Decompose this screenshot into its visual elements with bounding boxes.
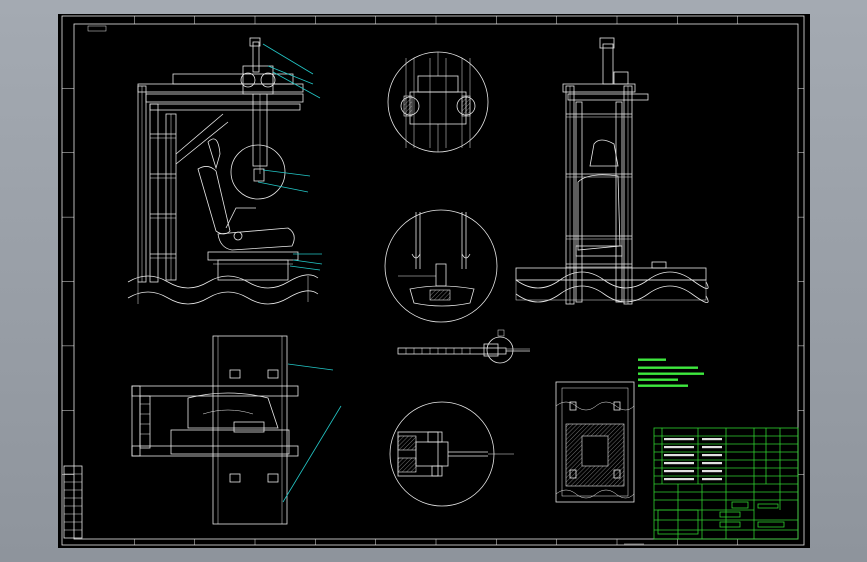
detail-b[interactable] bbox=[384, 209, 498, 323]
revision-block bbox=[63, 465, 83, 539]
parts-list-text bbox=[664, 446, 694, 449]
parts-list-text bbox=[702, 462, 722, 465]
parts-list-text bbox=[702, 454, 722, 457]
section-d[interactable] bbox=[389, 401, 514, 507]
title-block[interactable] bbox=[653, 427, 799, 540]
note-line bbox=[638, 384, 688, 387]
note-line bbox=[638, 372, 704, 375]
sheet-border bbox=[61, 15, 805, 546]
drawing-sheet bbox=[58, 14, 810, 548]
parts-list-text bbox=[702, 470, 722, 473]
side-view[interactable] bbox=[515, 37, 709, 305]
parts-list-text bbox=[664, 470, 694, 473]
parts-list-text bbox=[664, 478, 694, 481]
detail-a[interactable] bbox=[387, 51, 489, 153]
parts-list-text bbox=[702, 438, 722, 441]
detail-c[interactable] bbox=[397, 329, 530, 364]
front-view[interactable] bbox=[127, 37, 323, 305]
note-line bbox=[638, 366, 698, 369]
base-plate-view[interactable] bbox=[555, 381, 635, 503]
parts-list-text bbox=[702, 478, 722, 481]
parts-list-text bbox=[702, 446, 722, 449]
note-line bbox=[638, 358, 666, 361]
drawing-canvas[interactable] bbox=[58, 14, 810, 548]
parts-list-text bbox=[664, 438, 694, 441]
technical-notes bbox=[638, 358, 704, 387]
top-view[interactable] bbox=[131, 335, 342, 525]
parts-list-text bbox=[664, 454, 694, 457]
note-line bbox=[638, 378, 678, 381]
sheet-tag-box bbox=[87, 25, 107, 32]
parts-list-text bbox=[664, 462, 694, 465]
